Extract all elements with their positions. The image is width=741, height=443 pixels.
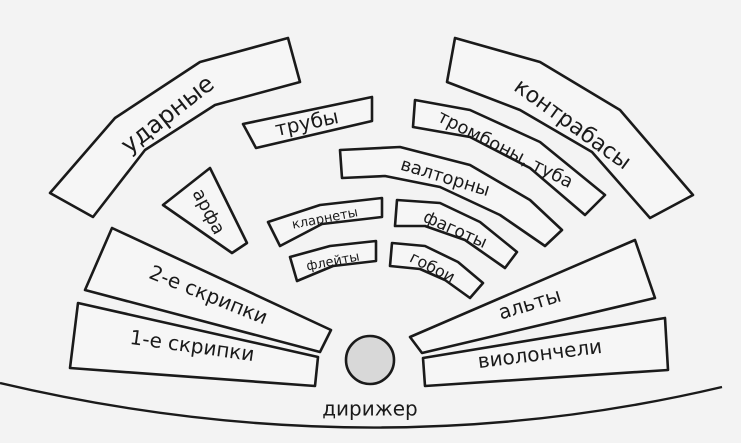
section-harp: арфа (161, 166, 249, 255)
stage-edge (0, 381, 723, 429)
section-flutes: флейты (288, 239, 378, 283)
section-trumpets: трубы (241, 95, 374, 150)
conductor-podium (344, 334, 396, 386)
label-conductor: дирижер (322, 397, 418, 421)
section-violas: альты (408, 238, 657, 355)
section-clarinets: кларнеты (266, 196, 384, 248)
section-cellos: виолончели (421, 316, 670, 388)
section-oboes: гобои (388, 241, 485, 300)
